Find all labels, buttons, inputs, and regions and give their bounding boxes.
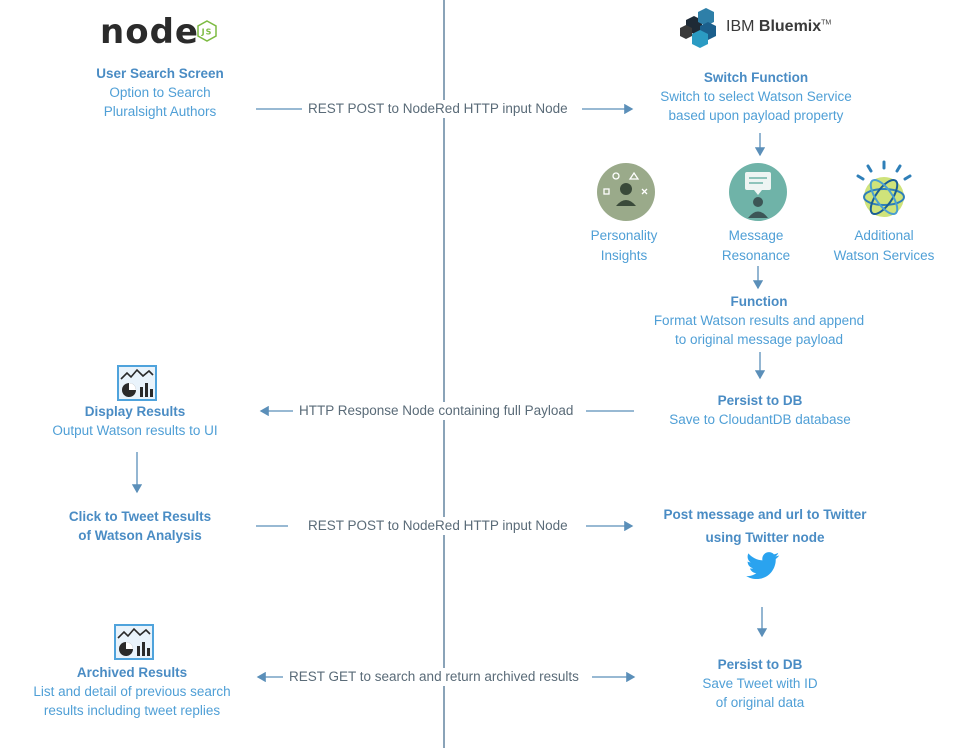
bluemix-cubes-icon	[680, 8, 716, 48]
personality-insights-icon	[597, 163, 655, 221]
switch-function-line-1: Switch to select Watson Service	[660, 89, 852, 104]
post-twitter-block: Post message and url to Twitter using Tw…	[640, 503, 890, 549]
format-function-block: Function Format Watson results and appen…	[628, 292, 890, 349]
bluemix-brand: IBM	[726, 18, 755, 35]
display-results-line-1: Output Watson results to UI	[52, 423, 218, 438]
post-twitter-line-2: using Twitter node	[705, 530, 825, 545]
persist-db-2-line-1: Save Tweet with ID	[702, 676, 818, 691]
bluemix-product: Bluemix	[758, 18, 822, 35]
personality-insights-line-1: Personality	[590, 228, 658, 243]
archived-results-chart-icon	[114, 624, 154, 660]
message-resonance-icon	[729, 163, 787, 221]
nodejs-logo: node JS	[100, 12, 217, 52]
rest-post-label-1: REST POST to NodeRed HTTP input Node	[302, 100, 574, 118]
persist-db-1-title: Persist to DB	[717, 393, 803, 408]
archived-results-line-1: List and detail of previous search	[33, 684, 231, 699]
switch-function-block: Switch Function Switch to select Watson …	[636, 68, 876, 125]
personality-insights-line-2: Insights	[600, 248, 648, 263]
rest-get-label: REST GET to search and return archived r…	[283, 668, 585, 686]
nodejs-badge-text: JS	[201, 28, 213, 37]
nodejs-wordmark: node	[100, 12, 199, 52]
display-results-chart-icon	[117, 365, 157, 401]
persist-db-1-block: Persist to DB Save to CloudantDB databas…	[640, 391, 880, 429]
watson-globe-icon	[856, 160, 912, 217]
bluemix-wordmark: IBM BluemixTM	[726, 18, 831, 36]
click-to-tweet-block: Click to Tweet Results of Watson Analysi…	[40, 507, 240, 545]
message-resonance-line-2: Resonance	[721, 248, 791, 263]
twitter-bird-icon	[746, 552, 780, 580]
bluemix-tm: TM	[821, 19, 832, 27]
persist-db-2-title: Persist to DB	[717, 657, 803, 672]
click-to-tweet-line-1: Click to Tweet Results	[68, 509, 212, 524]
additional-services-label: Additional Watson Services	[826, 226, 942, 266]
archived-results-block: Archived Results List and detail of prev…	[14, 663, 250, 720]
post-twitter-line-1: Post message and url to Twitter	[663, 507, 867, 522]
message-resonance-label: Message Resonance	[704, 226, 808, 266]
nodejs-hexagon-icon: JS	[197, 20, 217, 42]
format-function-title: Function	[730, 294, 788, 309]
switch-function-line-2: based upon payload property	[668, 108, 844, 123]
archived-results-line-2: results including tweet replies	[43, 703, 221, 718]
display-results-title: Display Results	[84, 404, 186, 419]
personality-insights-label: Personality Insights	[574, 226, 674, 266]
persist-db-2-block: Persist to DB Save Tweet with ID of orig…	[660, 655, 860, 712]
user-search-title: User Search Screen	[96, 66, 224, 81]
click-to-tweet-line-2: of Watson Analysis	[78, 528, 202, 543]
user-search-block: User Search Screen Option to Search Plur…	[60, 64, 260, 121]
rest-post-label-2: REST POST to NodeRed HTTP input Node	[302, 517, 574, 535]
format-function-line-1: Format Watson results and append	[653, 313, 865, 328]
persist-db-2-line-2: of original data	[715, 695, 805, 710]
center-divider	[443, 0, 445, 748]
additional-services-line-2: Watson Services	[833, 248, 935, 263]
user-search-line-1: Option to Search	[109, 85, 211, 100]
format-function-line-2: to original message payload	[674, 332, 844, 347]
message-resonance-line-1: Message	[728, 228, 784, 243]
persist-db-1-line-1: Save to CloudantDB database	[669, 412, 851, 427]
http-response-label: HTTP Response Node containing full Paylo…	[293, 402, 580, 420]
additional-services-line-1: Additional	[854, 228, 914, 243]
archived-results-title: Archived Results	[76, 665, 188, 680]
user-search-line-2: Pluralsight Authors	[103, 104, 217, 119]
switch-function-title: Switch Function	[703, 70, 809, 85]
display-results-block: Display Results Output Watson results to…	[30, 402, 240, 440]
